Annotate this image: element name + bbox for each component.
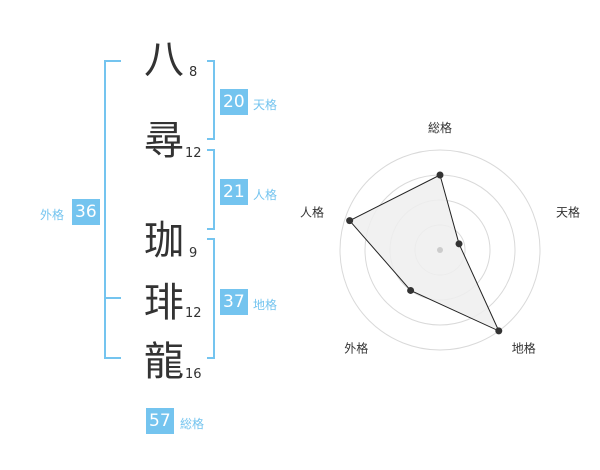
- radar-point-4: [407, 286, 415, 294]
- stroke-count-3: 9: [189, 246, 198, 261]
- tenkaku-label: 天格: [253, 98, 278, 112]
- radar-point-5: [346, 217, 354, 225]
- soukaku-value: 57: [146, 408, 174, 434]
- radar-axis-label-4: 外格: [344, 341, 368, 356]
- radar-point-2: [455, 240, 463, 248]
- gaikaku-bracket: [104, 60, 121, 359]
- stroke-count-1: 8: [189, 65, 198, 80]
- jinkaku-bracket: [207, 149, 215, 230]
- gaikaku-label: 外格: [40, 208, 65, 222]
- radar-center-point: [437, 247, 443, 253]
- soukaku-label: 総格: [180, 417, 205, 431]
- stroke-count-2: 12: [185, 146, 202, 161]
- chikaku-label: 地格: [253, 298, 278, 312]
- gaikaku-value: 36: [72, 199, 100, 225]
- radar-axis-label-1: 総格: [428, 120, 452, 135]
- radar-axis-label-3: 地格: [512, 341, 536, 356]
- chikaku-value: 37: [220, 289, 248, 315]
- name-char-4: 琲: [144, 280, 184, 326]
- name-char-1: 八: [144, 37, 184, 83]
- stroke-count-5: 16: [185, 367, 202, 382]
- radar-grid-ring: [339, 149, 541, 351]
- radar-point-3: [495, 327, 503, 335]
- name-char-3: 珈: [144, 218, 184, 264]
- name-char-5: 龍: [144, 339, 184, 385]
- jinkaku-label: 人格: [253, 188, 278, 202]
- tenkaku-value: 20: [220, 89, 248, 115]
- tenkaku-bracket: [207, 60, 215, 140]
- radar-series-area: [348, 174, 500, 332]
- chikaku-bracket: [207, 238, 215, 359]
- radar-axis-label-5: 人格: [300, 204, 324, 219]
- name-char-2: 尋: [144, 118, 184, 164]
- radar-point-1: [436, 171, 444, 179]
- jinkaku-value: 21: [220, 179, 248, 205]
- stroke-count-4: 12: [185, 306, 202, 321]
- radar-axis-label-2: 天格: [556, 204, 580, 219]
